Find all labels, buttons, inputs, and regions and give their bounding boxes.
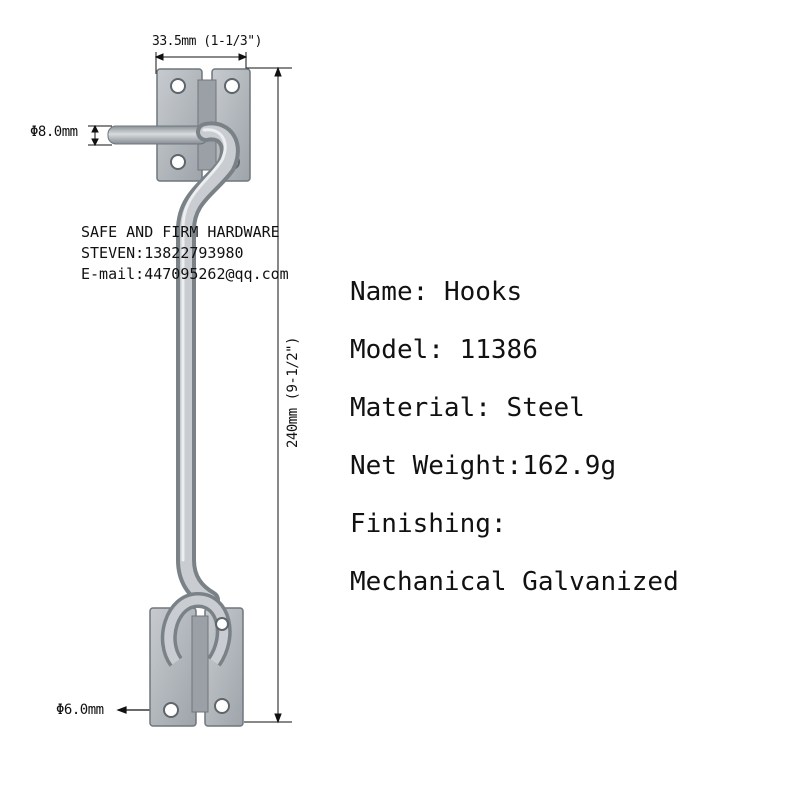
spec-finishing-value-line: Mechanical Galvanized [350,562,679,620]
spec-name: Name: Hooks [350,272,679,330]
contact-email: E-mail:447095262@qq.com [81,265,289,283]
spec-finishing: Finishing: [350,504,679,562]
rod-diameter-label: Φ8.0mm [30,124,78,140]
rod-diameter-marker [88,124,112,147]
spec-name-value: Hooks [443,277,523,307]
contact-phone: STEVEN:13822793980 [81,244,244,262]
hole-diameter-label: Φ6.0mm [56,702,104,718]
spec-material-label: Material: [350,393,491,423]
spec-finishing-label: Finishing: [350,509,507,539]
company-name: SAFE AND FIRM HARDWARE [81,223,280,241]
spec-model-label: Model: [350,335,444,365]
bottom-mounting-plate [149,591,244,727]
top-pin [107,125,209,145]
spec-model-value: 11386 [459,335,538,365]
width-dimension-line [154,52,292,74]
width-dimension-label: 33.5mm (1-1/3") [152,34,262,49]
length-dimension-label: 240mm (9-1/2") [285,336,301,448]
spec-weight-value: 162.9g [522,451,617,481]
spec-model: Model: 11386 [350,330,679,388]
hook-rod [176,121,240,610]
spec-list: Name: Hooks Model: 11386 Material: Steel… [350,272,679,620]
spec-weight: Net Weight:162.9g [350,446,679,504]
spec-material-value: Steel [506,393,585,423]
length-dimension-line [244,66,292,724]
spec-name-label: Name: [350,277,429,307]
spec-material: Material: Steel [350,388,679,446]
contact-block: SAFE AND FIRM HARDWARE STEVEN:1382279398… [81,222,289,285]
spec-finishing-value: Mechanical Galvanized [350,567,679,597]
spec-weight-label: Net Weight: [350,451,523,481]
